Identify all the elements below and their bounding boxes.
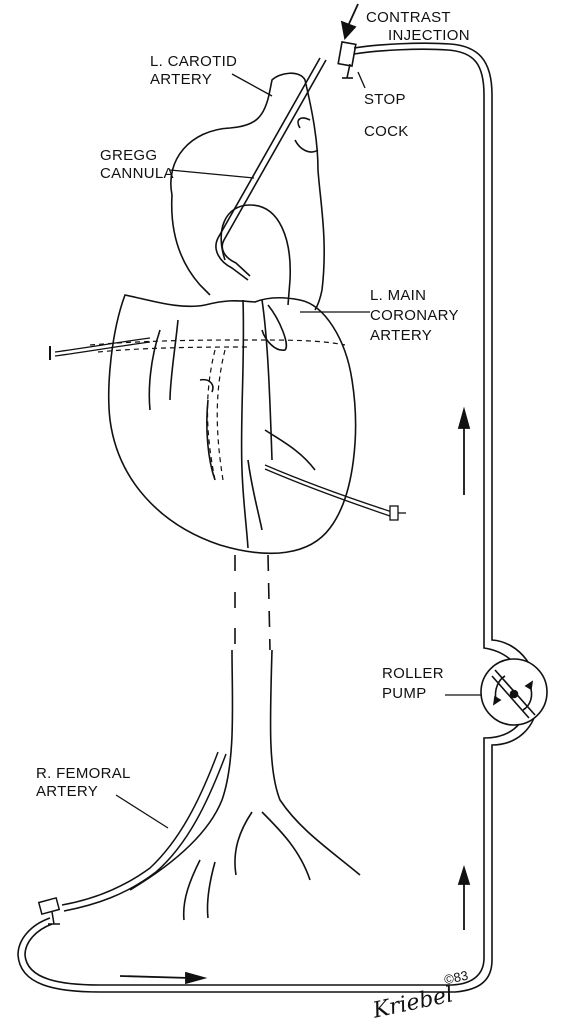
- flow-arrows: [120, 4, 469, 983]
- label-lmain-line1: L. MAIN: [370, 287, 426, 304]
- label-lmain-line3: ARTERY: [370, 327, 432, 344]
- label-femoral-line1: R. FEMORAL: [36, 765, 131, 782]
- label-roller-line2: PUMP: [382, 685, 427, 702]
- labels: CONTRAST INJECTION L. CAROTID ARTERY STO…: [36, 9, 470, 800]
- label-stopcock-line2: COCK: [364, 123, 409, 140]
- label-gregg-line1: GREGG: [100, 147, 157, 164]
- artist-signature: Kriebel ©83: [367, 968, 473, 1024]
- label-femoral-line2: ARTERY: [36, 783, 98, 800]
- label-roller-line1: ROLLER: [382, 665, 444, 682]
- label-contrast-line2: INJECTION: [388, 27, 470, 44]
- gregg-cannula: [216, 58, 326, 280]
- aorta-descending: [130, 555, 360, 920]
- label-carotid-line2: ARTERY: [150, 71, 212, 88]
- perfusion-loop: [18, 43, 538, 992]
- right-catheter: [265, 465, 406, 520]
- label-lmain-line2: CORONARY: [370, 307, 459, 324]
- signature-mark: ©83: [443, 968, 470, 988]
- label-stopcock-line1: STOP: [364, 91, 406, 108]
- label-contrast-line1: CONTRAST: [366, 9, 451, 26]
- heart: [90, 73, 356, 553]
- label-gregg-line2: CANNULA: [100, 165, 174, 182]
- signature-name: Kriebel: [370, 982, 456, 1024]
- roller-pump: [481, 659, 547, 725]
- stopcock: [338, 42, 356, 78]
- label-carotid-line1: L. CAROTID: [150, 53, 237, 70]
